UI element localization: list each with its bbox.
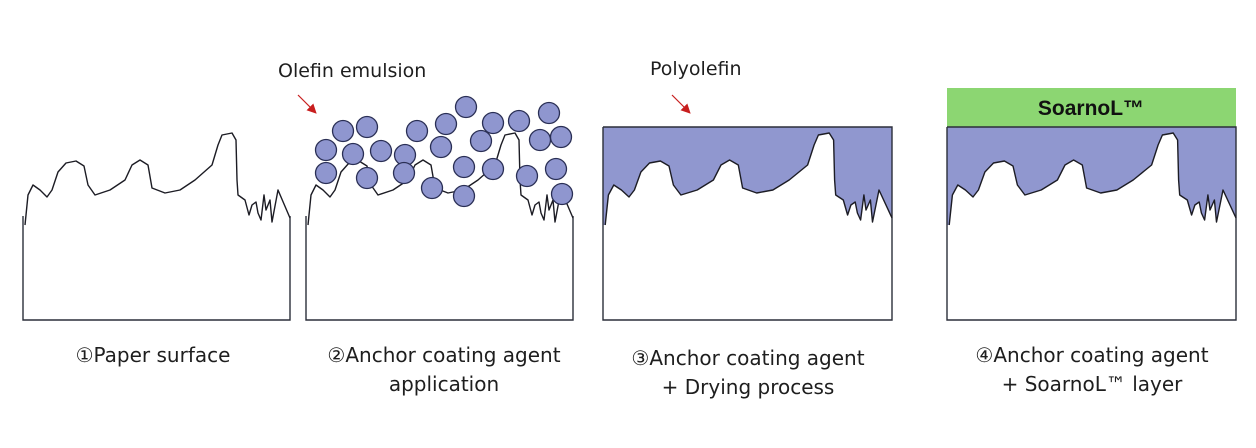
emulsion-particle: [549, 125, 573, 149]
emulsion-particle: [355, 115, 379, 139]
paper-surface-profile: [948, 132, 1237, 226]
emulsion-particle: [537, 101, 561, 125]
emulsion-particle: [405, 119, 429, 143]
emulsion-particle: [314, 138, 338, 162]
paper-substrate: [305, 216, 574, 321]
olefin-emulsion-annotation: Olefin emulsion: [278, 60, 426, 82]
panel-paper-surface: [22, 132, 291, 321]
caption-1-line-1: ①Paper surface: [76, 343, 231, 367]
emulsion-particle: [355, 166, 379, 190]
paper-surface-profile: [307, 132, 574, 226]
emulsion-particle: [429, 135, 453, 159]
paper-substrate: [602, 126, 893, 321]
emulsion-particle: [314, 161, 338, 185]
emulsion-particle: [454, 95, 478, 119]
paper-substrate: [946, 126, 1237, 321]
emulsion-particle: [544, 157, 568, 181]
panel-soarnol-layer: [946, 126, 1237, 321]
polyolefin-coating: [603, 127, 892, 225]
polyolefin-coating: [947, 127, 1236, 225]
caption-4-line-1: ④Anchor coating agent: [975, 343, 1208, 367]
paper-surface-profile: [604, 132, 893, 226]
panel-anchor-application: [305, 132, 574, 321]
emulsion-particle: [434, 112, 458, 136]
caption-3-line-1: ③Anchor coating agent: [631, 346, 864, 370]
panel-drying-process: [602, 126, 893, 321]
polyolefin-annotation: Polyolefin: [650, 58, 742, 80]
red-arrow-icon: [671, 94, 691, 114]
emulsion-particle: [331, 119, 355, 143]
olefin-emulsion-particles: [314, 95, 574, 208]
emulsion-particle: [392, 161, 416, 185]
caption-2-line-1: ②Anchor coating agent: [327, 343, 560, 367]
emulsion-particle: [469, 129, 493, 153]
emulsion-particle: [528, 128, 552, 152]
paper-substrate: [22, 216, 291, 321]
caption-2-line-2: application: [389, 372, 499, 396]
emulsion-particle: [452, 155, 476, 179]
emulsion-particle: [452, 184, 476, 208]
emulsion-particle: [507, 109, 531, 133]
emulsion-particle: [550, 182, 574, 206]
red-arrow-icon: [297, 94, 317, 114]
caption-4-line-2: + SoarnoL™ layer: [1002, 372, 1184, 396]
emulsion-particle: [481, 111, 505, 135]
emulsion-particle: [341, 142, 365, 166]
emulsion-particle: [515, 164, 539, 188]
soarnol-layer: [947, 88, 1236, 127]
soarnol-layer-label: SoarnoL™: [1038, 97, 1144, 120]
paper-surface-profile: [24, 132, 291, 226]
caption-3-line-2: + Drying process: [662, 375, 835, 399]
emulsion-particle: [420, 176, 444, 200]
emulsion-particle: [481, 157, 505, 181]
emulsion-particle: [369, 139, 393, 163]
